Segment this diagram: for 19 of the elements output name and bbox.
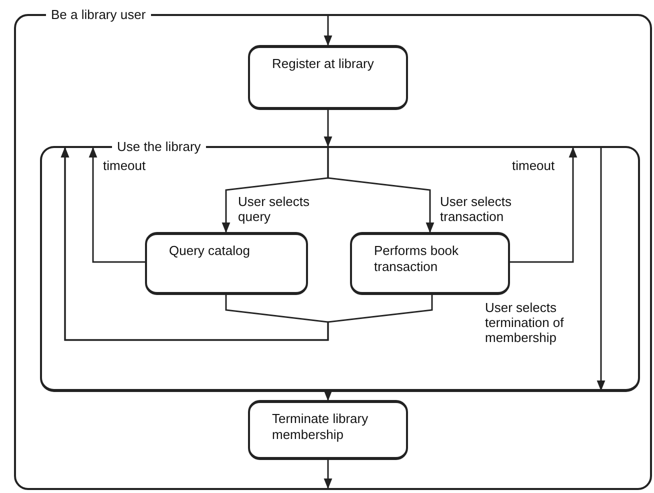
state-label: Query catalog — [169, 243, 251, 259]
state-box — [350, 232, 510, 295]
state-label: Terminate library membership — [272, 411, 370, 443]
state-label: Performs book transaction — [374, 243, 460, 275]
state-box — [145, 232, 308, 295]
frame-title: Be a library user — [46, 7, 151, 22]
frame-title: Use the library — [112, 139, 206, 154]
arrow — [88, 147, 146, 263]
arrow — [324, 109, 332, 147]
arrow — [596, 147, 606, 391]
state-label: Register at library — [272, 56, 375, 72]
arrow — [324, 459, 332, 489]
state-box — [248, 45, 408, 110]
arrow — [324, 15, 332, 46]
arrow — [327, 147, 434, 233]
state-box — [248, 400, 408, 460]
arrow — [60, 147, 433, 341]
arrow — [324, 390, 332, 401]
arrow — [509, 147, 578, 263]
